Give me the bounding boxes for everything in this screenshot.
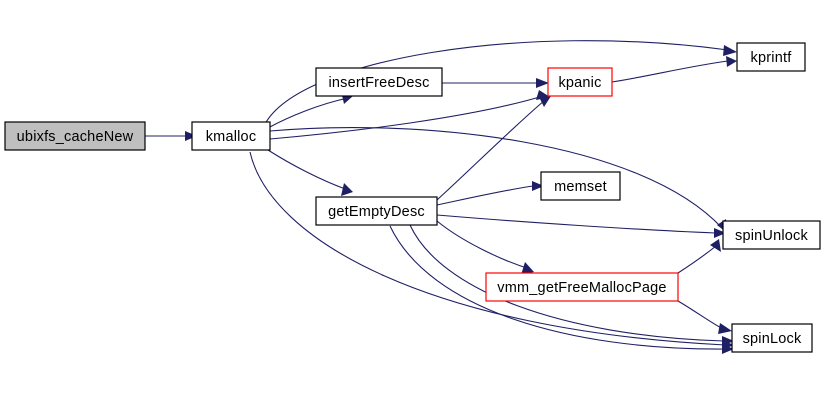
arrow-head-icon (723, 45, 737, 56)
node-vmm_getFreeMallocPage[interactable]: vmm_getFreeMallocPage (485, 272, 679, 302)
node-kprintf[interactable]: kprintf (736, 42, 806, 72)
edge-kmalloc-to-getEmptyDesc (267, 149, 353, 196)
edge-line (436, 214, 716, 234)
arrow-head-icon (722, 336, 734, 346)
arrow-head-icon (536, 78, 549, 88)
arrow-head-icon (538, 95, 551, 107)
edge-line (436, 99, 546, 201)
arrow-head-icon (714, 228, 726, 238)
node-box[interactable] (547, 67, 613, 97)
node-layer: ubixfs_cacheNew kmalloc insertFreeDesc kpan… (4, 42, 821, 353)
node-ubixfs_cacheNew[interactable]: ubixfs_cacheNew (4, 121, 146, 151)
edge-kpanic-to-kprintf (611, 56, 737, 83)
edge-getEmptyDesc-lower-to-spinLock (389, 225, 734, 354)
node-box[interactable] (485, 272, 679, 302)
edge-layer (145, 40, 737, 354)
node-kmalloc[interactable]: kmalloc (191, 121, 271, 151)
edge-getEmptyDesc-to-vmm_getFreeMallocPage (436, 220, 534, 275)
edge-getEmptyDesc-to-spinUnlock (436, 214, 726, 238)
edge-vmm_getFreeMallocPage-to-spinUnlock (677, 239, 721, 274)
edge-getEmptyDesc-to-memset (436, 181, 544, 206)
edge-line (267, 149, 349, 191)
edge-vmm_getFreeMallocPage-to-spinLock (677, 300, 732, 334)
edge-line (677, 300, 724, 330)
edge-insertFreeDesc-to-kpanic (442, 78, 549, 88)
edge-line (389, 225, 725, 350)
edge-line (249, 151, 726, 346)
node-insertFreeDesc[interactable]: insertFreeDesc (315, 67, 443, 97)
arrow-head-icon (726, 56, 737, 67)
node-label: kpanic (558, 75, 601, 91)
node-label: getEmptyDesc (328, 204, 425, 220)
arrow-head-icon (718, 323, 732, 334)
node-box[interactable] (731, 323, 813, 353)
node-box[interactable] (736, 42, 806, 72)
node-spinUnlock[interactable]: spinUnlock (722, 220, 821, 250)
node-label: ubixfs_cacheNew (17, 129, 134, 145)
arrow-head-icon (521, 262, 534, 275)
node-box[interactable] (315, 67, 443, 97)
node-label: spinUnlock (735, 228, 808, 244)
node-label: spinLock (743, 331, 802, 347)
edge-line (269, 95, 544, 140)
node-box[interactable] (722, 220, 821, 250)
node-box[interactable] (191, 121, 271, 151)
arrow-head-icon (341, 183, 353, 196)
edge-kmalloc-to-kpanic (269, 90, 550, 140)
edge-line (611, 60, 729, 83)
node-box[interactable] (315, 196, 438, 226)
edge-line (269, 127, 723, 229)
edge-line (436, 220, 531, 270)
node-label: insertFreeDesc (328, 75, 429, 91)
node-spinLock[interactable]: spinLock (731, 323, 813, 353)
edge-getEmptyDesc-to-spinLock (409, 224, 734, 346)
edge-kmalloc-to-kprintf (264, 40, 737, 125)
node-label: memset (554, 179, 607, 195)
node-label: kprintf (751, 50, 793, 66)
node-box[interactable] (540, 171, 621, 201)
edge-line (409, 224, 725, 342)
arrow-head-icon (722, 344, 734, 354)
arrow-head-icon (185, 131, 197, 141)
edge-line (264, 40, 729, 125)
arrow-head-icon (532, 181, 544, 191)
node-label: kmalloc (206, 129, 257, 145)
arrow-head-icon (710, 239, 721, 252)
node-label: vmm_getFreeMallocPage (497, 280, 666, 296)
edge-ubixfs_cacheNew-to-kmalloc (145, 131, 197, 141)
node-kpanic[interactable]: kpanic (547, 67, 613, 97)
edge-getEmptyDesc-to-kpanic (436, 95, 551, 201)
edge-line (436, 185, 534, 206)
edge-kmalloc-to-spinLock (249, 151, 734, 350)
node-box[interactable] (4, 121, 146, 151)
edge-line (267, 97, 349, 129)
edge-line (677, 245, 717, 274)
node-getEmptyDesc[interactable]: getEmptyDesc (315, 196, 438, 226)
node-memset[interactable]: memset (540, 171, 621, 201)
